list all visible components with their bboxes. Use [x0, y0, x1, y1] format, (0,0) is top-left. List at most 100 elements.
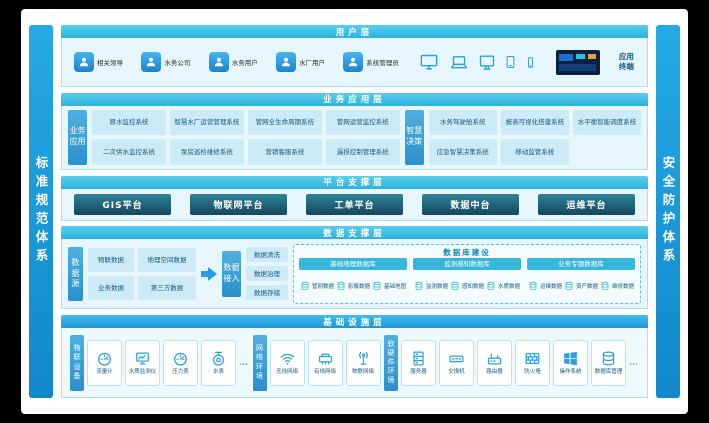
db-item-label: 管网数据: [312, 283, 335, 290]
system-box: 二次供水监控系统: [92, 139, 166, 165]
infra-item-label: 物联网络: [351, 368, 374, 375]
user-label: 水厂用户: [299, 59, 326, 67]
user-icon: [208, 52, 229, 72]
data-sources-grid: 物联数据 地理空间数据 业务数据 第三方数据: [88, 247, 196, 300]
user-group: 水务公司: [141, 52, 190, 72]
database-icon: [450, 281, 460, 291]
flow-arrow-icon: [201, 266, 217, 281]
platform-layer: 平台支撑层 GIS平台 物联网平台 工单平台 数据中台 运维平台: [61, 175, 648, 221]
database-icon: [486, 281, 496, 291]
database-items: 管网数据 影像数据 基础地图: [299, 272, 407, 300]
system-box: 泵房巡检维修系统: [169, 139, 244, 165]
data-layer: 数据支撑层 数据源 物联数据 地理空间数据 业务数据 第三方数据 数据接入 数据…: [61, 226, 648, 310]
infra-item: 交换机: [439, 339, 474, 386]
platform-box: 物联网平台: [190, 193, 287, 215]
system-box: 漏损控制管理系统: [325, 139, 400, 165]
db-item-label: 运维数据: [540, 283, 563, 290]
windows-icon: [562, 350, 579, 367]
infra-item-label: 压力表: [172, 368, 189, 375]
database-icon: [300, 281, 310, 291]
infra-item: 操作系统: [553, 339, 588, 386]
meter-icon: [210, 350, 227, 367]
iot-device-group: 物联设备 流量计 水质监测仪 压力表 水表 …: [70, 334, 249, 391]
database-icon: [528, 281, 538, 291]
infra-item-label: 流量计: [96, 368, 113, 375]
infra-item-label: 操作系统: [559, 368, 582, 375]
phone-icon: [524, 54, 537, 71]
infra-item: 物联网络: [345, 339, 381, 386]
infra-item-label: 水质监测仪: [128, 368, 157, 375]
system-box: 原水监控系统: [92, 109, 166, 136]
system-box: 移动监管系统: [500, 139, 569, 165]
infra-item-label: 无线网络: [275, 368, 298, 375]
business-systems-grid: 原水监控系统 智慧水厂运营管理系统 管网全生命周期系统 管网运营监控系统 二次供…: [92, 109, 400, 165]
data-source-box: 业务数据: [88, 275, 134, 300]
system-box: 水务驾驶舱系统: [428, 109, 497, 136]
security-system-bar: 安全防护体系: [656, 25, 680, 398]
user-group: 相关领导: [74, 52, 123, 72]
business-group-label: 业务应用: [68, 109, 87, 165]
database-group: 基础地理数据库 管网数据 影像数据 基础地图: [299, 257, 407, 300]
monitor-device-icon: [134, 350, 151, 367]
infrastructure-layer-title: 基础设施层: [61, 315, 648, 328]
hardware-software-group: 软硬件环境 服务器 交换机 路由器 防火墙 操作系统 数据库管理 …: [384, 334, 639, 391]
db-item: 影像数据: [336, 281, 370, 291]
iot-device-items: 流量计 水质监测仪 压力表 水表 …: [87, 335, 249, 391]
database-items: 监测数据 感知数据 水质数据: [413, 272, 521, 300]
wifi-icon: [279, 350, 296, 367]
platform-box: 运维平台: [538, 193, 635, 215]
data-source-box: 第三方数据: [138, 275, 196, 300]
monitor-icon: [417, 52, 441, 72]
database-group: 监测感知数据库 监测数据 感知数据 水质数据: [413, 257, 521, 300]
system-box: 应急智慧决策系统: [428, 139, 497, 165]
ellipsis: …: [629, 357, 639, 368]
user-icon: [141, 52, 162, 72]
system-box: 水平衡智能调度系统: [572, 109, 641, 136]
infra-item: 压力表: [163, 339, 198, 386]
user-label: 水务公司: [164, 59, 191, 67]
hardware-software-items: 服务器 交换机 路由器 防火墙 操作系统 数据库管理 …: [401, 335, 639, 391]
db-item-label: 影像数据: [347, 283, 370, 290]
database-group-title: 业务专题数据库: [527, 257, 635, 270]
gauge-icon: [96, 350, 113, 367]
system-box: 营销客服系统: [247, 139, 322, 165]
infra-item: 水质监测仪: [125, 339, 160, 386]
database-group: 业务专题数据库 运维数据 资产数据 维修数据: [527, 257, 635, 300]
process-box: 数据治理: [246, 266, 288, 282]
process-box: 数据存储: [246, 285, 288, 301]
ellipsis: …: [239, 357, 249, 368]
system-box: 报表可视化搭建系统: [500, 109, 569, 136]
infra-item: 无线网络: [269, 339, 305, 386]
db-item: 运维数据: [528, 281, 562, 291]
network-group: 网络环境 无线网络 有线网络 物联网络: [252, 334, 381, 391]
infra-item-label: 数据库管理: [594, 368, 623, 375]
database-icon: [336, 281, 346, 291]
hardware-software-group-label: 软硬件环境: [384, 334, 398, 391]
database-group-title: 监测感知数据库: [413, 257, 521, 270]
db-item-label: 感知数据: [461, 283, 484, 290]
platform-layer-title: 平台支撑层: [61, 175, 648, 189]
standards-system-bar: 标准规范体系: [29, 25, 53, 398]
data-source-box: 物联数据: [88, 247, 134, 272]
user-group: 系统管理员: [343, 52, 399, 72]
infrastructure-layer: 基础设施层 物联设备 流量计 水质监测仪 压力表 水表 … 网络环境: [61, 315, 648, 398]
user-layer: 用户层 相关领导 水务公司 水务用户: [61, 25, 648, 87]
database-group-title: 基础地理数据库: [299, 257, 407, 270]
user-group: 水厂用户: [276, 52, 325, 72]
data-source-box: 地理空间数据: [138, 247, 196, 272]
data-source-label: 数据源: [68, 246, 83, 301]
infra-item-label: 有线网络: [313, 368, 336, 375]
database-icon: [600, 281, 610, 291]
wired-network-icon: [317, 350, 334, 367]
database-icon: [414, 281, 424, 291]
database-groups: 基础地理数据库 管网数据 影像数据 基础地图 监测感知数据库: [299, 257, 635, 300]
user-layer-title: 用户层: [61, 25, 648, 38]
user-label: 水务用户: [231, 59, 258, 67]
decision-systems-grid: 水务驾驶舱系统 报表可视化搭建系统 水平衡智能调度系统 应急智慧决策系统 移动监…: [428, 109, 641, 165]
network-group-label: 网络环境: [252, 334, 267, 391]
user-icon: [74, 52, 94, 72]
infra-item: 防火墙: [515, 339, 550, 386]
network-items: 无线网络 有线网络 物联网络: [269, 335, 381, 391]
infrastructure-layer-body: 物联设备 流量计 水质监测仪 压力表 水表 … 网络环境 无线网络: [61, 328, 648, 398]
